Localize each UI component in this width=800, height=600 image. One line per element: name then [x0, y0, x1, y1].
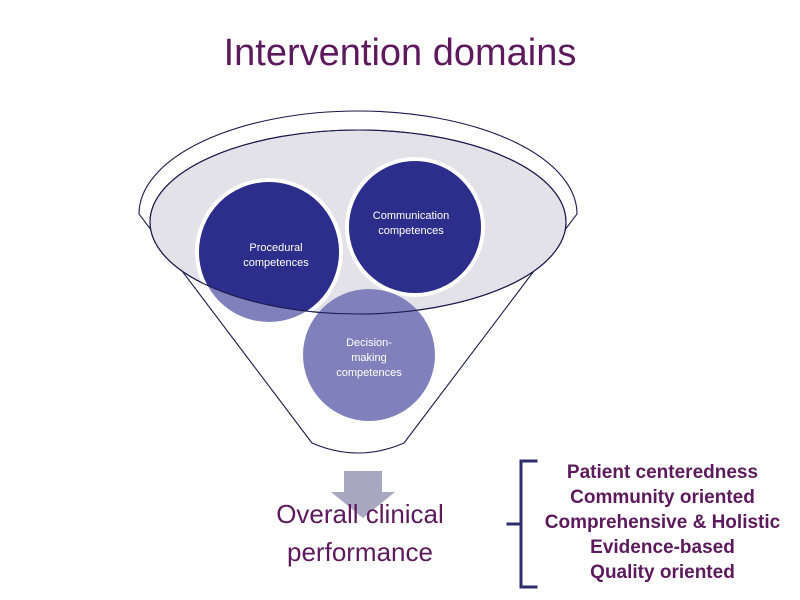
funnel-opening-ellipse-edge: [149, 129, 567, 315]
communication-label-line1: Communication: [373, 210, 449, 222]
domain-circles-dark-layer: [199, 161, 481, 314]
decision-label-line1: Decision-: [346, 337, 392, 349]
procedural-circle-label: Procedural competences: [243, 242, 309, 269]
procedural-circle-dark: [199, 182, 339, 314]
principle-item-0: Patient centeredness: [566, 462, 759, 483]
decision-label-line2: making: [351, 352, 386, 364]
procedural-label-line2: competences: [243, 257, 309, 269]
outcome-line1: Overall clinical: [276, 499, 444, 529]
funnel-outer-outline: [138, 110, 578, 454]
communication-label-line2: competences: [378, 225, 444, 237]
left-bracket-icon: [506, 459, 538, 589]
decision-making-circle: [303, 289, 435, 421]
decision-label-line3: competences: [336, 367, 402, 379]
principle-item-3: Evidence-based: [590, 537, 735, 558]
principles-list: Patient centeredness Community oriented …: [530, 460, 795, 585]
decision-making-circle-label: Decision- making competences: [336, 337, 402, 379]
down-arrow-icon: [331, 471, 395, 518]
communication-circle-dark: [349, 161, 481, 293]
page-title: Intervention domains: [223, 32, 577, 74]
outcome-line2: performance: [287, 537, 433, 567]
procedural-label-line1: Procedural: [249, 242, 302, 254]
principle-item-2: Comprehensive & Holistic: [544, 512, 781, 533]
overall-clinical-performance-text: Overall clinical performance: [215, 495, 505, 571]
communication-circle-label: Communication competences: [373, 210, 449, 237]
principle-item-1: Community oriented: [570, 487, 755, 508]
principle-item-4: Quality oriented: [590, 562, 735, 583]
